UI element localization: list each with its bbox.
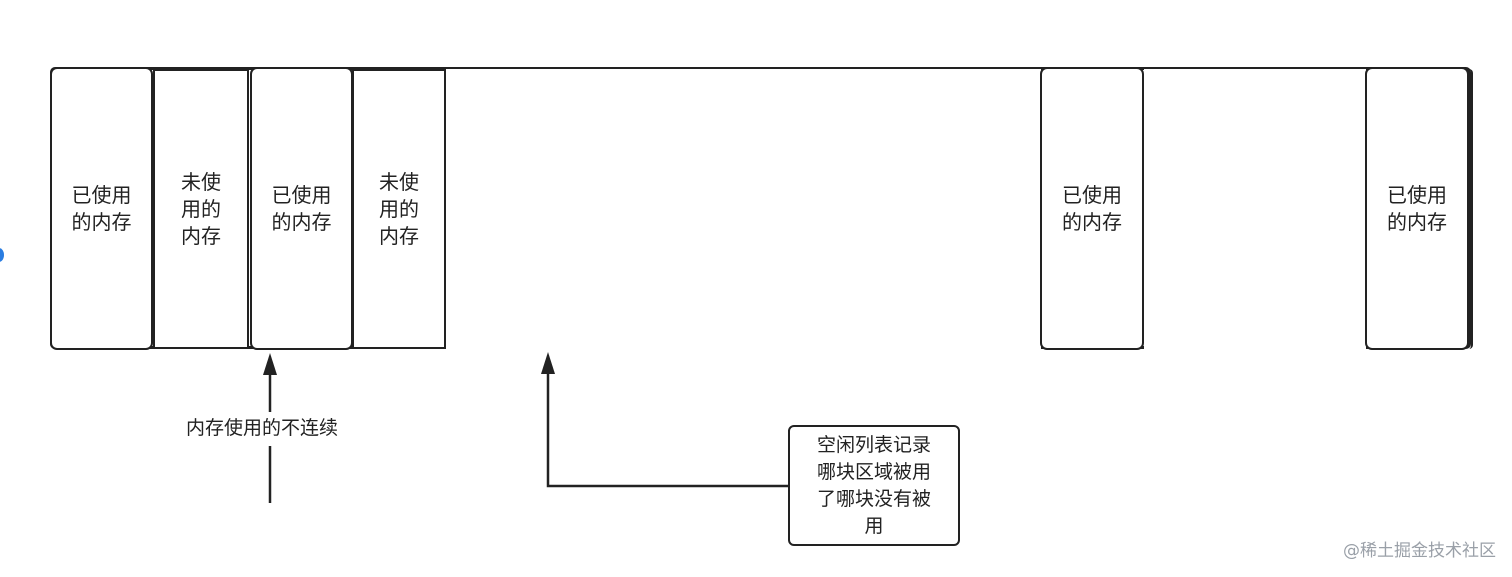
memory-block-label: 未使 用的 内存: [181, 169, 221, 248]
memory-block-free-large: [446, 69, 1041, 349]
memory-block-used-1: 已使用 的内存: [50, 67, 153, 350]
memory-block-label: 已使用 的内存: [1387, 182, 1447, 234]
watermark: @稀土掘金技术社区: [1343, 541, 1496, 561]
free-list-callout-text: 空闲列表记录 哪块区域被用 了哪块没有被 用: [816, 433, 931, 537]
edge-handle-dot: [0, 248, 4, 262]
memory-block-label: 已使用 的内存: [71, 182, 132, 234]
discontinuous-usage-label: 内存使用的不连续: [186, 417, 339, 439]
memory-block-used-4: 已使用 的内存: [1365, 67, 1469, 350]
memory-block-label: 已使用 的内存: [1062, 182, 1122, 234]
memory-block-used-2: 已使用 的内存: [250, 67, 353, 350]
arrow-head-discontinuous: [263, 353, 277, 375]
free-list-callout: 空闲列表记录 哪块区域被用 了哪块没有被 用: [788, 425, 960, 546]
memory-block-free-2: 未使 用的 内存: [352, 69, 446, 349]
memory-block-label: 未使 用的 内存: [379, 169, 419, 248]
memory-region-edge: [1468, 69, 1473, 349]
memory-block-free-3: [1144, 69, 1366, 349]
memory-block-used-3: 已使用 的内存: [1040, 67, 1144, 350]
memory-block-free-1: 未使 用的 内存: [153, 69, 249, 349]
arrow-head-free-list: [541, 352, 555, 374]
memory-block-label: 已使用 的内存: [271, 182, 332, 234]
arrow-free-list: [546, 374, 789, 488]
